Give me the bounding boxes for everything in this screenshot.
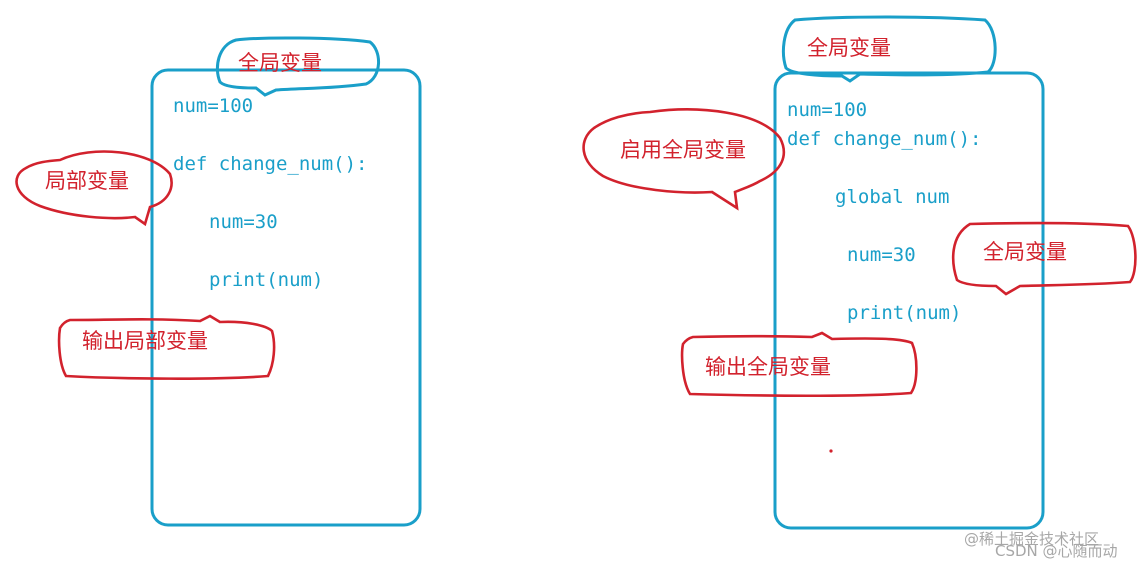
- right-code-line-5: print(num): [847, 302, 961, 324]
- right-side-label: 全局变量: [983, 240, 1067, 264]
- stray-red-dot: [829, 449, 833, 453]
- left-side-label: 局部变量: [45, 169, 129, 193]
- left-code-line-3: num=30: [209, 211, 278, 233]
- right-code-line-1: num=100: [787, 99, 867, 121]
- left-output-label: 输出局部变量: [82, 329, 208, 353]
- right-output-callout: [680, 331, 918, 398]
- left-top-label: 全局变量: [238, 51, 322, 75]
- right-code-line-4: num=30: [847, 244, 916, 266]
- watermark-line-1: @稀土掘金技术社区: [964, 530, 1099, 548]
- right-enable-label: 启用全局变量: [620, 138, 746, 162]
- left-side-callout: [15, 150, 173, 227]
- left-code-line-2: def change_num():: [173, 153, 367, 175]
- right-code-panel: [773, 71, 1045, 530]
- right-code-line-2: def change_num():: [787, 128, 981, 150]
- left-top-callout: [215, 36, 380, 97]
- right-enable-callout: [582, 108, 786, 211]
- right-top-callout: [781, 15, 997, 83]
- watermark-line-2: CSDN @心随而动: [995, 542, 1118, 560]
- left-code-line-4: print(num): [209, 269, 323, 291]
- right-side-callout: [951, 221, 1137, 296]
- left-output-callout: [57, 314, 276, 380]
- left-code-line-1: num=100: [173, 95, 253, 117]
- left-code-panel: [150, 68, 422, 527]
- right-top-label: 全局变量: [807, 36, 891, 60]
- right-output-label: 输出全局变量: [705, 355, 831, 379]
- right-code-line-3: global num: [835, 186, 949, 208]
